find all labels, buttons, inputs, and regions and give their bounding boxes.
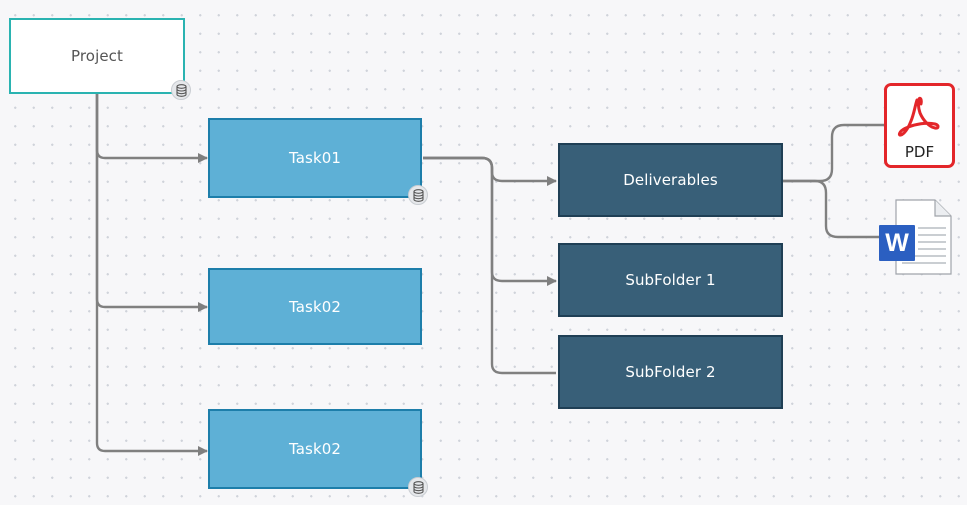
word-file-icon[interactable]: W: [878, 198, 954, 276]
database-icon: [408, 477, 428, 497]
node-task02-b-label: Task02: [288, 440, 342, 458]
connector-task01-subfolder1: [423, 156, 558, 287]
node-project-label: Project: [70, 47, 124, 65]
connector-project-task01: [95, 94, 209, 164]
connector-task01-subfolder2: [423, 156, 556, 375]
acrobat-logo-icon: [897, 96, 940, 137]
node-project[interactable]: Project: [9, 18, 185, 94]
word-file-letter: W: [885, 228, 909, 257]
database-icon: [171, 80, 191, 100]
node-subfolder-1[interactable]: SubFolder 1: [558, 243, 783, 317]
pdf-file-icon[interactable]: PDF: [884, 83, 955, 168]
node-subfolder-2[interactable]: SubFolder 2: [558, 335, 783, 409]
connector-project-task02b: [95, 94, 209, 457]
connector-deliverables-pdf: [783, 123, 884, 183]
node-task02-b[interactable]: Task02: [208, 409, 422, 489]
node-deliverables-label: Deliverables: [623, 171, 718, 189]
node-subfolder-1-label: SubFolder 1: [625, 271, 716, 289]
node-task02-a-label: Task02: [288, 297, 342, 316]
node-task02-a[interactable]: Task02: [208, 268, 422, 345]
connector-deliverables-word: [783, 179, 880, 239]
word-document-icon: [879, 199, 952, 275]
connector-project-task02a: [95, 94, 209, 313]
pdf-file-label: PDF: [904, 143, 935, 161]
node-task01-label: Task01: [288, 149, 342, 167]
node-task01[interactable]: Task01: [208, 118, 422, 198]
database-icon: [408, 185, 428, 205]
node-deliverables[interactable]: Deliverables: [558, 143, 783, 217]
node-subfolder-2-label: SubFolder 2: [625, 363, 716, 381]
